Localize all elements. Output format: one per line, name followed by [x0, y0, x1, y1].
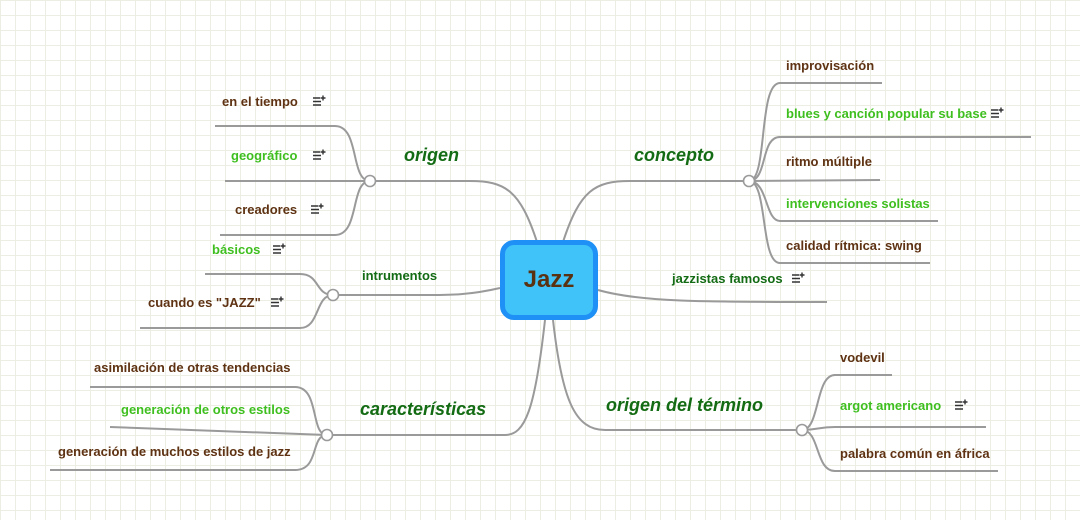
knot-origen: [363, 174, 377, 188]
leaf-calidad-ritmica[interactable]: calidad rítmica: swing: [786, 238, 922, 253]
leaf-palabra-comun[interactable]: palabra común en áfrica: [840, 446, 990, 461]
connector-origen-termino: [552, 319, 802, 431]
connector-jazzistas: [597, 289, 828, 303]
branch-intrumentos[interactable]: intrumentos: [362, 268, 438, 283]
leaf-ritmo-multiple[interactable]: ritmo múltiple: [786, 154, 872, 169]
connector-origen: [370, 180, 538, 243]
knot-concepto: [742, 174, 756, 188]
branch-caracteristicas[interactable]: características: [360, 399, 487, 419]
note-icon[interactable]: [791, 272, 805, 284]
note-icon[interactable]: [310, 203, 324, 215]
note-icon[interactable]: [954, 399, 968, 411]
note-icon[interactable]: [312, 95, 326, 107]
leaf-vodevil[interactable]: vodevil: [840, 350, 885, 365]
connector-concepto: [562, 180, 749, 243]
leaf-cuando-es-jazz[interactable]: cuando es "JAZZ": [148, 295, 261, 310]
branch-concepto[interactable]: concepto: [634, 145, 715, 165]
note-icon[interactable]: [990, 107, 1004, 119]
leaf-en-el-tiempo[interactable]: en el tiempo: [222, 94, 298, 109]
leaf-blues-cancion-popular[interactable]: blues y canción popular su base: [786, 106, 987, 121]
leaf-asimilacion[interactable]: asimilación de otras tendencias: [94, 360, 291, 375]
leaf-intervenciones-solistas[interactable]: intervenciones solistas: [786, 196, 930, 211]
note-icon[interactable]: [312, 149, 326, 161]
branch-origen-del-termino[interactable]: origen del término: [606, 395, 764, 415]
leaf-geografico[interactable]: geográfico: [231, 148, 298, 163]
leaf-argot-americano[interactable]: argot americano: [840, 398, 942, 413]
leaf-basicos[interactable]: básicos: [212, 242, 261, 257]
note-icon[interactable]: [272, 243, 286, 255]
leaf-generacion-otros-estilos[interactable]: generación de otros estilos: [121, 402, 291, 417]
branch-jazzistas-famosos[interactable]: jazzistas famosos: [672, 271, 783, 286]
leaf-improvisacion[interactable]: improvisación: [786, 58, 875, 73]
leaf-generacion-muchos-estilos[interactable]: generación de muchos estilos de jazz: [58, 444, 291, 459]
knot-intrumentos: [326, 288, 340, 302]
root-topic-jazz[interactable]: Jazz: [500, 240, 598, 320]
connector-intrumentos: [333, 287, 501, 296]
knot-caracteristicas: [320, 428, 334, 442]
connector-caracteristicas: [327, 319, 546, 436]
leaf-creadores[interactable]: creadores: [235, 202, 298, 217]
branch-origen[interactable]: origen: [404, 145, 460, 165]
note-icon[interactable]: [270, 296, 284, 308]
knot-origen-termino: [795, 423, 809, 437]
